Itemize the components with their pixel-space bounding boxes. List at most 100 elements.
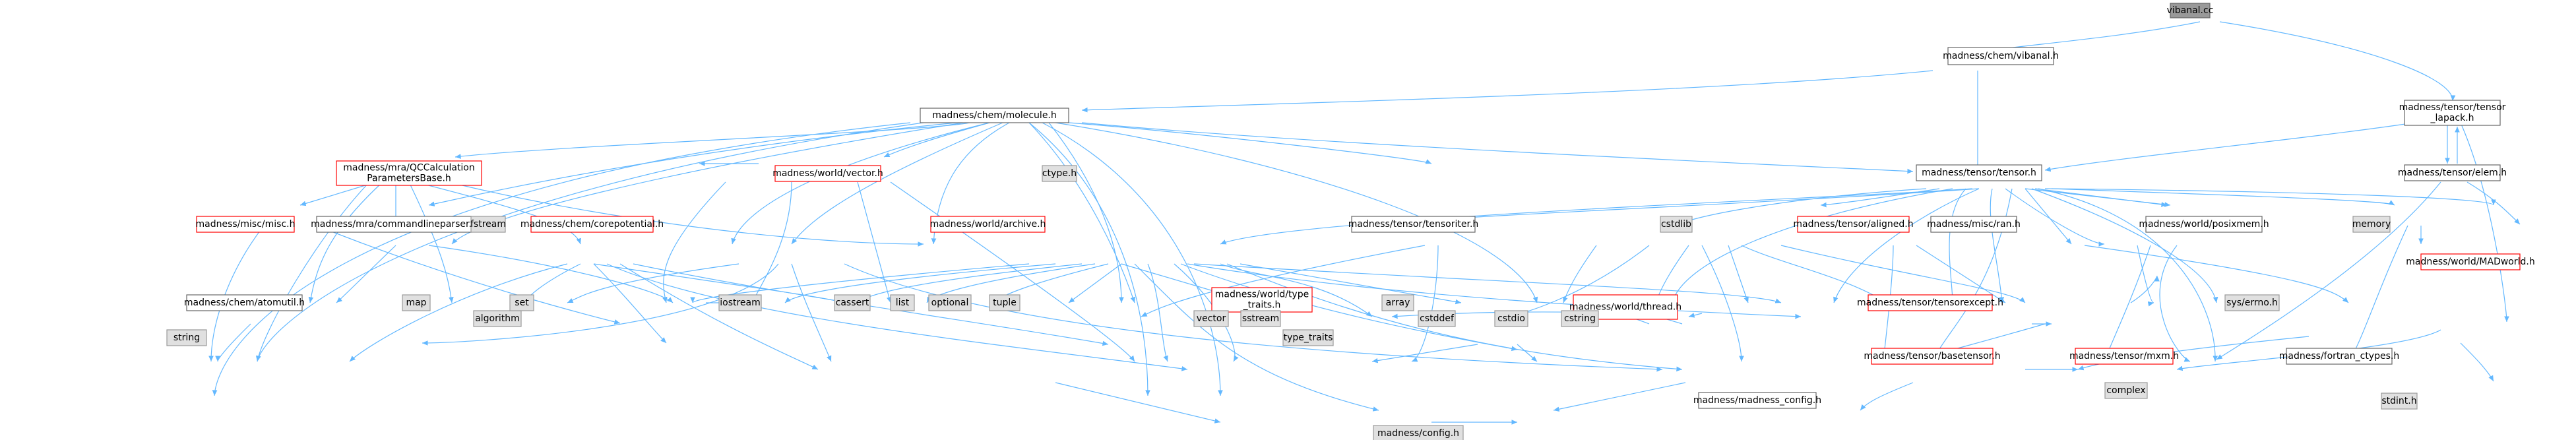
node-config-h[interactable]: madness/config.h [1373,425,1464,440]
edge [215,323,251,362]
node-chem-molecule-h[interactable]: madness/chem/molecule.h [920,108,1069,123]
node-label: optional [931,298,969,308]
edge [844,263,1663,372]
node-misc-misc-h[interactable]: madness/misc/misc.h [196,216,296,233]
node-label: madness/madness_config.h [1693,395,1821,406]
node-tensor-aligned-h[interactable]: madness/tensor/aligned.h [1793,216,1914,233]
node-sstream[interactable]: sstream [1240,310,1281,327]
edge [316,225,621,325]
node-tensor-elem-h[interactable]: madness/tensor/elem.h [2398,164,2507,181]
edge [1081,122,1914,174]
edge [2051,188,2395,206]
node-algorithm[interactable]: algorithm [473,310,522,327]
edge [2104,245,2151,362]
node-optional[interactable]: optional [928,294,972,311]
node-box [2404,100,2501,126]
node-box [928,294,972,311]
edge [1949,188,1966,303]
node-label: madness/world/type [1215,290,1309,300]
node-ctype-h[interactable]: ctype.h [1042,165,1077,182]
edge [857,181,892,303]
node-cassert[interactable]: cassert [834,294,871,311]
node-mra-commandlineparser-h[interactable]: madness/mra/commandlineparser.h [311,216,478,233]
node-box [2075,348,2174,365]
node-chem-corepotential-h[interactable]: madness/chem/corepotential.h [520,216,664,233]
node-box [1947,47,2054,65]
node-vibanal-cc[interactable]: vibanal.cc [2167,3,2214,18]
node-vector[interactable]: vector [1193,310,1229,327]
edge [2044,188,2496,206]
edge [1701,245,1744,362]
node-label: map [406,298,426,308]
node-tensor-basetensor-h[interactable]: madness/tensor/basetensor.h [1864,348,2001,365]
node-qcc-h[interactable]: madness/mra/QCCalculationParametersBase.… [336,160,482,186]
node-string[interactable]: string [166,329,207,346]
node-box [1868,294,1993,311]
edge [308,181,383,303]
node-chem-vibanal-h[interactable]: madness/chem/vibanal.h [1943,47,2059,65]
node-stdint-h[interactable]: stdint.h [2381,393,2418,410]
node-box [509,294,534,311]
node-misc-ran-h[interactable]: madness/misc/ran.h [1927,216,2021,233]
node-box [166,329,207,346]
node-tensor-tensor-h[interactable]: madness/tensor/tensor.h [1916,164,2042,181]
node-chem-atomutil-h[interactable]: madness/chem/atomutil.h [184,294,305,311]
node-type-traits[interactable]: type_traits [1282,329,1334,346]
node-label: madness/world/thread.h [1569,302,1681,313]
node-box [1418,310,1456,327]
node-set[interactable]: set [509,294,534,311]
edge [1081,70,1933,113]
edge [2130,275,2160,303]
edge [890,181,1135,362]
node-cstring[interactable]: cstring [1561,310,1599,327]
node-label: madness/config.h [1377,428,1459,439]
node-world-type-traits-h[interactable]: madness/world/type_traits.h [1211,287,1313,313]
node-fortran-ctypes-h[interactable]: madness/fortran_ctypes.h [2279,348,2399,365]
node-box [2381,393,2418,410]
node-label: tuple [993,298,1017,308]
node-complex[interactable]: complex [2104,382,2148,399]
node-cstdlib[interactable]: cstdlib [1660,216,1693,233]
node-world-vector-h[interactable]: madness/world/vector.h [772,165,883,182]
node-list[interactable]: list [890,294,915,311]
edge [751,181,792,303]
node-tensor-tensoriter-h[interactable]: madness/tensor/tensoriter.h [1348,216,1479,233]
node-tensor-mxm-h[interactable]: madness/tensor/mxm.h [2069,348,2179,365]
edge [408,181,454,303]
node-tensor-lapack-h[interactable]: madness/tensor/tensor_lapack.h [2399,100,2506,126]
node-madness-config-h[interactable]: madness/madness_config.h [1693,392,1821,409]
node-iostream[interactable]: iostream [718,294,762,311]
edge [1688,313,1703,318]
node-label: ctype.h [1042,168,1077,179]
edge [2466,181,2521,225]
node-box [2420,253,2521,270]
node-world-archive-h[interactable]: madness/world/archive.h [930,216,1046,233]
node-tuple[interactable]: tuple [989,294,1021,311]
node-cstddef[interactable]: cstddef [1418,310,1456,327]
node-label: madness/chem/molecule.h [932,110,1057,121]
edge [1411,245,1439,362]
node-cstdio[interactable]: cstdio [1494,310,1528,327]
node-memory[interactable]: memory [2352,216,2391,233]
node-label: algorithm [475,313,520,324]
node-map[interactable]: map [402,294,431,311]
node-label: _lapack.h [2430,113,2474,123]
edge [1916,245,2006,303]
node-sys-errno-h[interactable]: sys/errno.h [2224,294,2280,311]
edge [336,245,396,303]
node-world-madworld-h[interactable]: madness/world/MADworld.h [2406,253,2535,270]
node-box [1042,165,1077,182]
node-label: vector [1197,313,1226,324]
node-world-posixmem-h[interactable]: madness/world/posixmem.h [2139,216,2269,233]
node-label: sstream [1242,313,1279,324]
node-array[interactable]: array [1381,294,1414,311]
node-fstream[interactable]: fstream [470,216,506,233]
node-tensor-tensorexcept-h[interactable]: madness/tensor/tensorexcept.h [1857,294,2003,311]
node-label: cstdlib [1661,219,1691,230]
edge [422,263,779,346]
node-label: stdint.h [2381,396,2416,406]
edge [448,181,924,247]
node-box [2170,3,2211,18]
node-box [1211,287,1313,313]
